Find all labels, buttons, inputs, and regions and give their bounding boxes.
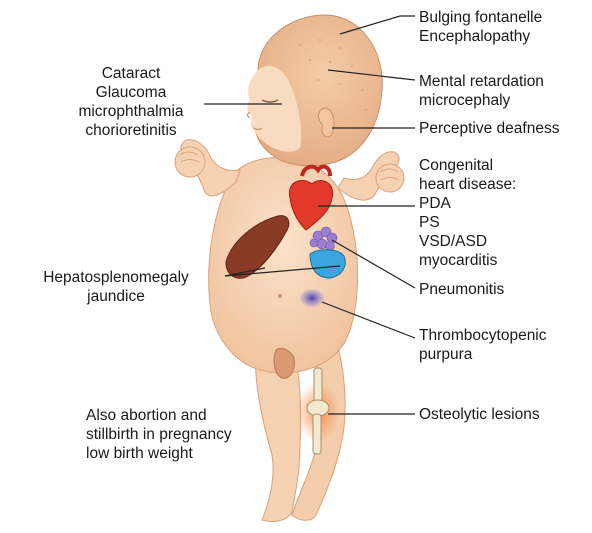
navel <box>278 294 282 298</box>
label-skin: Thrombocytopenic purpura <box>419 326 547 364</box>
label-liver: Hepatosplenomegaly jaundice <box>8 268 224 306</box>
label-line: Encephalopathy <box>419 27 542 46</box>
label-line: purpura <box>419 345 547 364</box>
label-pregnancy: Also abortion and stillbirth in pregnanc… <box>86 406 232 463</box>
label-line: Osteolytic lesions <box>419 405 540 424</box>
left-fist <box>175 147 205 177</box>
label-line: Bulging fontanelle <box>419 8 542 27</box>
label-brain: Mental retardation microcephaly <box>419 72 544 110</box>
label-line: jaundice <box>8 287 224 306</box>
label-line: Congenital <box>419 156 516 175</box>
label-head-top: Bulging fontanelle Encephalopathy <box>419 8 542 46</box>
label-line: myocarditis <box>419 251 516 270</box>
label-ear: Perceptive deafness <box>419 119 559 138</box>
label-line: Perceptive deafness <box>419 119 559 138</box>
label-line: low birth weight <box>86 444 232 463</box>
label-line: heart disease: <box>419 175 516 194</box>
label-eye: Cataract Glaucoma microphthalmia chorior… <box>56 64 206 140</box>
label-line: Pneumonitis <box>419 280 504 299</box>
label-line: Mental retardation <box>419 72 544 91</box>
label-line: stillbirth in pregnancy <box>86 425 232 444</box>
label-line: microcephaly <box>419 91 544 110</box>
label-line: chorioretinitis <box>56 121 206 140</box>
label-line: VSD/ASD <box>419 232 516 251</box>
label-line: Glaucoma <box>56 83 206 102</box>
label-line: Thrombocytopenic <box>419 326 547 345</box>
label-line: Cataract <box>56 64 206 83</box>
label-bone: Osteolytic lesions <box>419 405 540 424</box>
label-line: PS <box>419 213 516 232</box>
label-lungs: Pneumonitis <box>419 280 504 299</box>
label-heart: Congenital heart disease: PDA PS VSD/ASD… <box>419 156 516 270</box>
label-line: Also abortion and <box>86 406 232 425</box>
label-line: microphthalmia <box>56 102 206 121</box>
label-line: PDA <box>419 194 516 213</box>
label-line: Hepatosplenomegaly <box>8 268 224 287</box>
nose <box>248 112 251 118</box>
purpura-spot <box>300 289 324 307</box>
